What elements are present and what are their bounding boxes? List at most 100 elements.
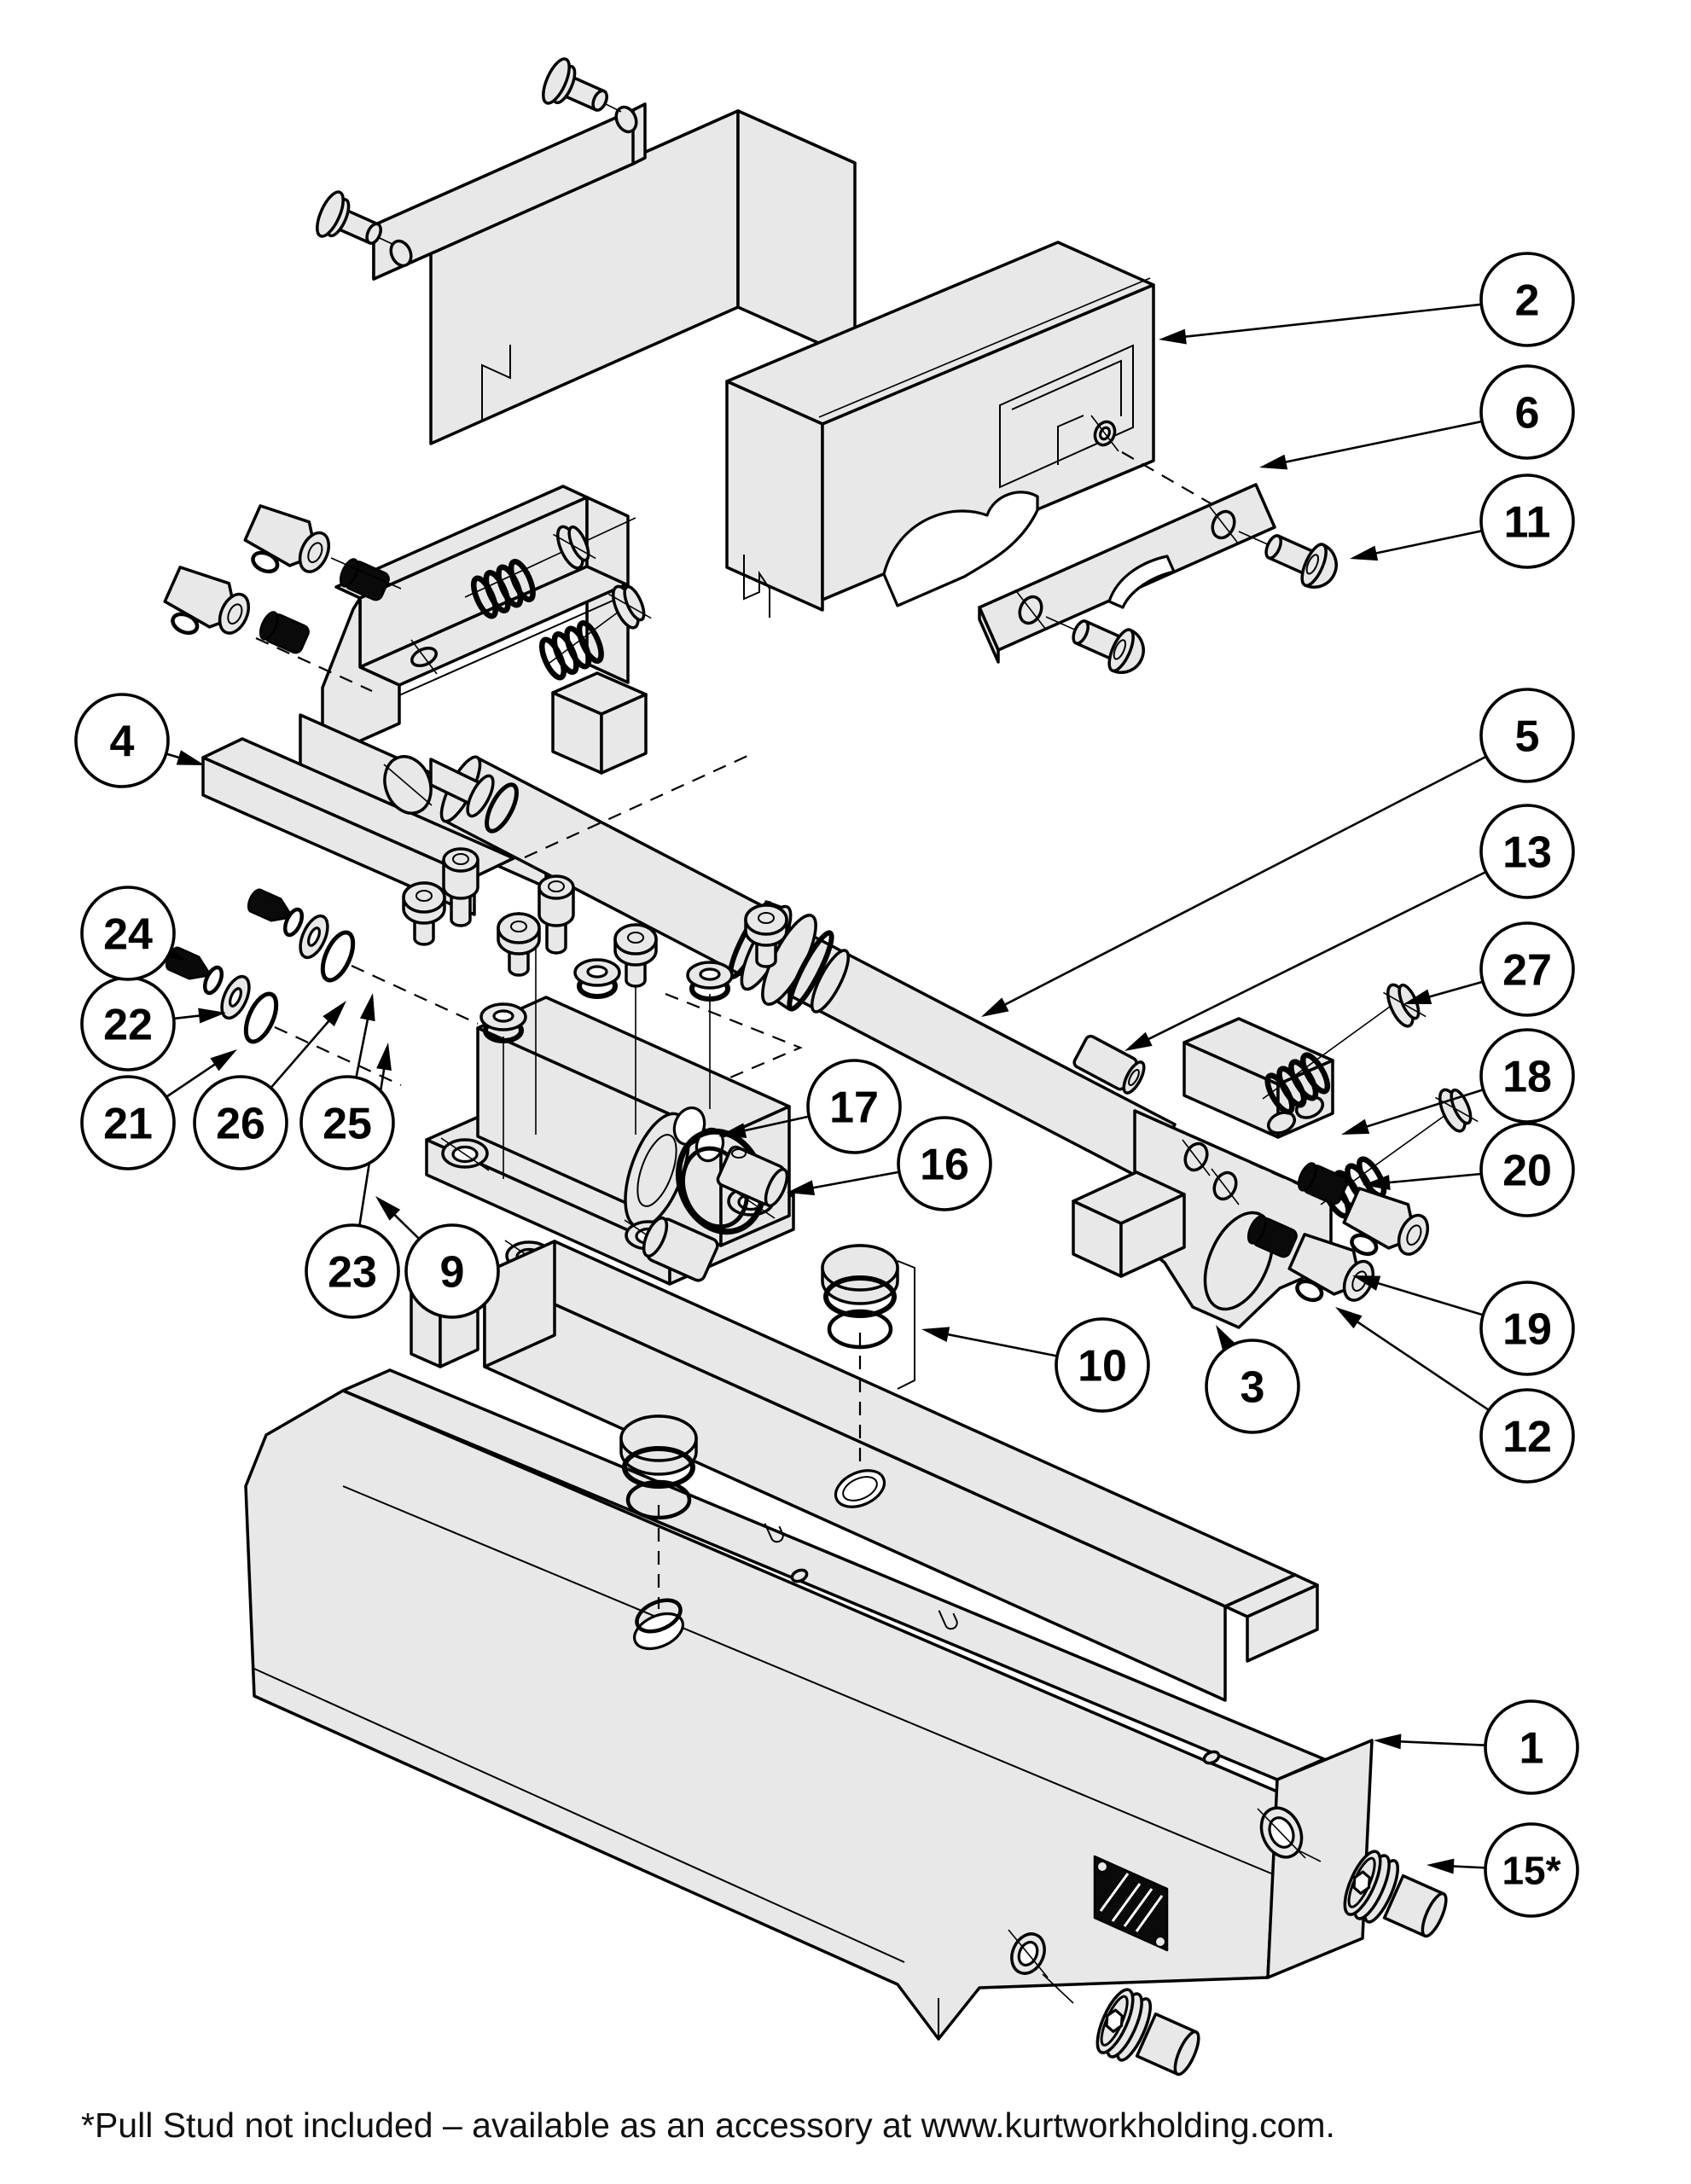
callout-27: 27	[1403, 921, 1575, 1017]
leader-arrowhead	[1403, 989, 1432, 1004]
callout-25: 25	[299, 993, 395, 1170]
leader-arrowhead	[1374, 1734, 1402, 1750]
callout-balloon	[1479, 252, 1575, 347]
callout-24: 24	[80, 886, 186, 981]
callout-2: 2	[1159, 252, 1575, 347]
callout-balloon	[1484, 1699, 1579, 1795]
callout-17: 17	[718, 1059, 902, 1154]
callout-balloon	[1484, 1822, 1579, 1918]
jaw-clamp-finger	[156, 501, 336, 653]
jaw-plate-front	[978, 483, 1287, 664]
leader-arrowhead	[718, 1123, 747, 1138]
svg-text:12: 12	[1502, 1413, 1552, 1462]
leader-arrowhead	[210, 1049, 237, 1072]
callout-balloon	[1479, 473, 1575, 569]
svg-text:1: 1	[1520, 1724, 1544, 1774]
callout-3: 3	[1205, 1325, 1300, 1434]
callout-balloon	[1205, 1339, 1300, 1434]
callout-5: 5	[981, 688, 1575, 1017]
callout-18: 18	[1341, 1028, 1575, 1135]
leader-arrowhead	[1352, 1275, 1381, 1291]
callout-balloon	[1479, 804, 1575, 899]
jaw-springs-plugs	[464, 517, 654, 681]
callout-19: 19	[1352, 1275, 1575, 1376]
callout-6: 6	[1259, 364, 1575, 470]
callout-20: 20	[1363, 1122, 1575, 1217]
pull-stud-screw	[1042, 1845, 1457, 2089]
callout-10: 10	[921, 1317, 1150, 1413]
jaw-plate-top	[366, 99, 647, 281]
svg-text:22: 22	[103, 1001, 153, 1050]
callout-balloon	[897, 1116, 992, 1211]
callout-balloon	[193, 1075, 288, 1170]
leader-arrowhead	[921, 1327, 950, 1343]
svg-text:11: 11	[1504, 498, 1551, 548]
svg-text:16: 16	[920, 1141, 969, 1190]
callout-balloon	[1479, 1028, 1575, 1124]
leader-arrowhead	[1335, 1307, 1363, 1329]
hidden-outline	[524, 751, 756, 859]
callout-26: 26	[193, 1001, 346, 1170]
nut-block	[425, 996, 795, 1286]
svg-text:26: 26	[216, 1100, 265, 1149]
svg-text:13: 13	[1502, 828, 1552, 878]
svg-text:23: 23	[328, 1248, 377, 1298]
set-screw-washer-sets	[162, 886, 479, 1086]
svg-text:5: 5	[1515, 712, 1540, 762]
callout-13: 13	[1124, 804, 1575, 1051]
callout-4: 4	[74, 693, 205, 788]
leader-arrowhead	[1341, 1118, 1370, 1135]
movable-jaw-casting	[725, 241, 1226, 618]
callout-balloon	[305, 1223, 400, 1319]
svg-text:4: 4	[110, 717, 135, 767]
callout-balloon	[299, 1075, 395, 1170]
callout-12: 12	[1335, 1307, 1575, 1484]
svg-text:15*: 15*	[1502, 1849, 1560, 1893]
footnote: *Pull Stud not included – available as a…	[81, 2106, 1335, 2145]
svg-text:2: 2	[1515, 276, 1540, 326]
leader-arrowhead	[359, 993, 375, 1022]
leader-arrowhead	[787, 1180, 816, 1196]
leader-arrowhead	[1159, 328, 1187, 345]
callout-balloon	[1479, 1388, 1575, 1484]
svg-text:3: 3	[1241, 1363, 1265, 1413]
bore-plug-assembly	[621, 1246, 915, 1609]
svg-text:21: 21	[103, 1100, 153, 1149]
leader-arrowhead	[176, 750, 205, 765]
serial-label-plate	[1093, 1855, 1169, 1952]
callout-15: 15*	[1427, 1822, 1579, 1918]
svg-text:19: 19	[1502, 1305, 1552, 1355]
leader-arrowhead	[323, 1001, 346, 1027]
callout-11: 11	[1350, 473, 1575, 569]
axis-line	[330, 557, 402, 590]
callout-23: 23	[305, 1043, 400, 1319]
callout-balloon	[404, 1223, 500, 1319]
callout-16: 16	[787, 1116, 992, 1211]
split-ring-clamp	[642, 1128, 767, 1282]
callout-balloon	[1479, 1122, 1575, 1217]
callout-21: 21	[80, 1049, 237, 1170]
leader-arrowhead	[1259, 454, 1288, 470]
callout-1: 1	[1374, 1699, 1579, 1795]
leader-arrowhead	[198, 1008, 226, 1024]
dowel-pin	[1072, 1034, 1146, 1095]
leader-arrowhead	[1363, 1175, 1391, 1190]
svg-text:25: 25	[323, 1100, 372, 1149]
leader-arrowhead	[981, 997, 1009, 1017]
callout-balloon	[80, 886, 176, 981]
svg-text:27: 27	[1502, 946, 1552, 996]
callout-balloon	[1479, 1281, 1575, 1376]
nut-block-screws	[402, 847, 788, 1179]
leader-arrowhead	[1124, 1031, 1153, 1051]
callout-balloon	[1479, 921, 1575, 1017]
leader-arrowhead	[1350, 545, 1379, 561]
callout-balloon	[806, 1059, 902, 1154]
vise-base-body	[244, 1240, 1374, 2041]
callout-balloon	[80, 1075, 176, 1170]
leader-arrowhead	[375, 1196, 401, 1221]
callout-balloon	[74, 693, 170, 788]
callout-balloon	[1055, 1317, 1150, 1413]
